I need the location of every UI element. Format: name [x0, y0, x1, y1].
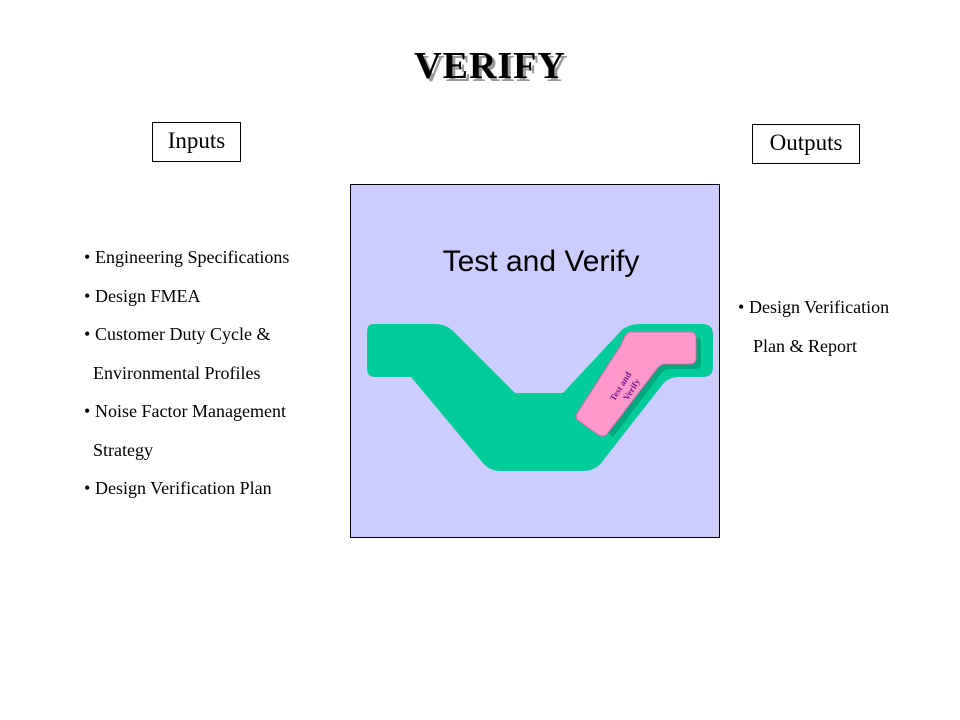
test-and-verify-panel: Test and Verify Test and Verify	[350, 184, 720, 538]
bullet-icon: •	[84, 324, 91, 344]
input-text: Environmental Profiles	[93, 362, 261, 383]
bullet-icon: •	[84, 478, 91, 498]
output-text: Design Verification	[749, 297, 890, 317]
output-item: •Design Verification	[738, 293, 889, 332]
outputs-label: Outputs	[752, 124, 860, 164]
output-text: Plan & Report	[753, 335, 857, 356]
input-text: Customer Duty Cycle &	[95, 324, 271, 344]
input-item: •Customer Duty Cycle &	[84, 320, 289, 359]
input-text: Design Verification Plan	[95, 478, 272, 498]
input-text: Strategy	[93, 439, 153, 460]
test-and-verify-highlight	[575, 331, 697, 437]
input-text: Design FMEA	[95, 285, 201, 306]
bullet-icon: •	[84, 285, 91, 306]
panel-title: Test and Verify	[442, 245, 640, 278]
outputs-list: •Design Verification Plan & Report	[738, 293, 889, 370]
inputs-list: •Engineering Specifications •Design FMEA…	[84, 243, 289, 513]
output-item-continuation: Plan & Report	[738, 332, 889, 371]
page-title: VERIFY	[414, 45, 566, 87]
v-model-diagram: Test and Verify	[367, 324, 713, 471]
inputs-label: Inputs	[152, 122, 241, 162]
input-item: •Noise Factor Management	[84, 397, 289, 436]
input-item: •Design Verification Plan	[84, 474, 289, 513]
bullet-icon: •	[84, 247, 91, 267]
input-item-continuation: Strategy	[84, 436, 289, 475]
input-item: •Design FMEA	[84, 282, 289, 321]
input-text: Noise Factor Management	[95, 401, 286, 421]
bullet-icon: •	[84, 401, 91, 421]
input-item: •Engineering Specifications	[84, 243, 289, 282]
input-item-continuation: Environmental Profiles	[84, 359, 289, 398]
bullet-icon: •	[738, 297, 745, 317]
input-text: Engineering Specifications	[95, 247, 290, 267]
